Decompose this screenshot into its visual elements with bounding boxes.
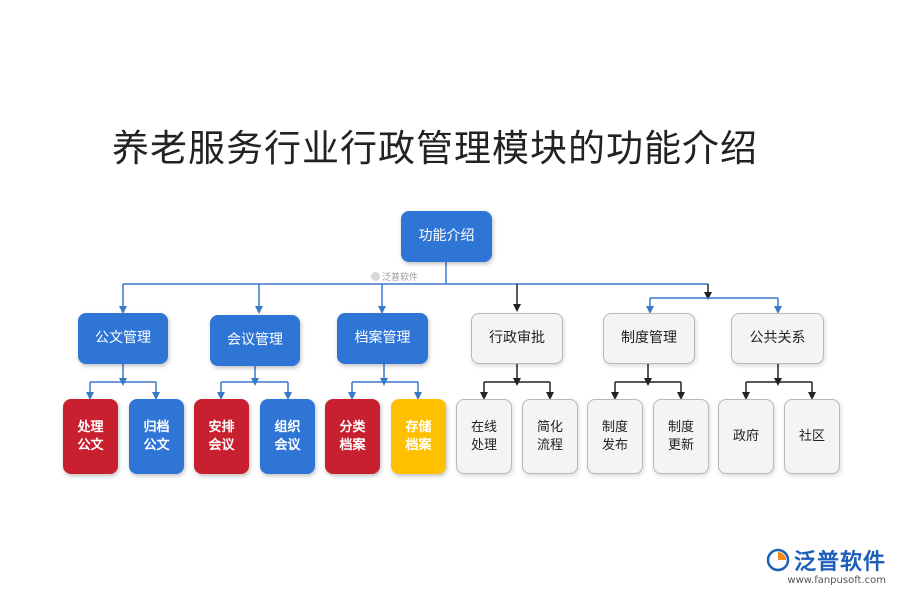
leaf-label: 制度 发布 bbox=[601, 419, 628, 453]
leaf-label: 归档 公文 bbox=[143, 419, 170, 453]
leaf-node: 处理 公文 bbox=[63, 399, 118, 474]
leaf-label: 分类 档案 bbox=[339, 419, 366, 453]
module-label: 档案管理 bbox=[354, 330, 411, 347]
module-label: 公共关系 bbox=[749, 330, 806, 347]
module-label: 会议管理 bbox=[227, 332, 283, 349]
leaf-node: 归档 公文 bbox=[129, 399, 184, 474]
root-node: 功能介绍 bbox=[401, 211, 492, 262]
leaf-label: 安排 会议 bbox=[208, 419, 235, 453]
leaf-label: 存储 档案 bbox=[405, 419, 432, 453]
module-node-shenpi: 行政审批 bbox=[471, 313, 563, 364]
module-node-dangan: 档案管理 bbox=[337, 313, 428, 364]
leaf-node: 组织 会议 bbox=[260, 399, 315, 474]
brand-logo: 泛普软件 www.fanpusoft.com bbox=[766, 544, 886, 586]
leaf-label: 制度 更新 bbox=[667, 419, 694, 453]
leaf-node: 简化 流程 bbox=[522, 399, 578, 474]
leaf-node: 安排 会议 bbox=[194, 399, 249, 474]
leaf-node: 分类 档案 bbox=[325, 399, 380, 474]
module-label: 制度管理 bbox=[621, 330, 677, 347]
module-label: 行政审批 bbox=[489, 330, 545, 347]
leaf-node: 在线 处理 bbox=[456, 399, 512, 474]
leaf-node: 制度 更新 bbox=[653, 399, 709, 474]
watermark: 泛普软件 bbox=[371, 270, 418, 283]
module-node-gongwen: 公文管理 bbox=[78, 313, 168, 364]
leaf-label: 在线 处理 bbox=[470, 419, 497, 453]
brand-logo-name: 泛普软件 bbox=[793, 550, 886, 575]
brand-logo-icon bbox=[766, 548, 790, 572]
leaf-label: 处理 公文 bbox=[77, 419, 104, 453]
leaf-node: 存储 档案 bbox=[391, 399, 446, 474]
watermark-text: 泛普软件 bbox=[382, 273, 419, 283]
leaf-node: 社区 bbox=[784, 399, 840, 474]
leaf-label: 组织 会议 bbox=[274, 419, 301, 453]
root-node-label: 功能介绍 bbox=[418, 228, 475, 245]
watermark-logo-icon bbox=[371, 272, 380, 281]
leaf-label: 政府 bbox=[732, 428, 759, 444]
leaf-label: 简化 流程 bbox=[536, 419, 563, 453]
module-node-gonggong: 公共关系 bbox=[731, 313, 824, 364]
page-title: 养老服务行业行政管理模块的功能介绍 bbox=[112, 127, 758, 170]
leaf-node: 制度 发布 bbox=[587, 399, 643, 474]
brand-logo-url: www.fanpusoft.com bbox=[787, 575, 886, 586]
module-node-huiyi: 会议管理 bbox=[210, 315, 300, 366]
module-node-zhidu: 制度管理 bbox=[603, 313, 695, 364]
leaf-node: 政府 bbox=[718, 399, 774, 474]
module-label: 公文管理 bbox=[95, 330, 151, 347]
leaf-label: 社区 bbox=[798, 428, 825, 444]
